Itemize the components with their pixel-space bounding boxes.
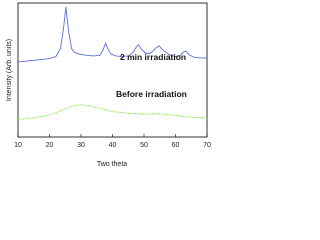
x-tick-label-70: 70 bbox=[203, 142, 211, 149]
series-line-1 bbox=[17, 104, 208, 121]
annotation-2min-irradiation: 2 min irradiation bbox=[120, 52, 186, 62]
y-axis-title: Intensity (Arb. units) bbox=[6, 39, 13, 101]
xrd-chart: 10 20 30 40 50 60 70 Two theta Intensity (Arb.… bbox=[6, 2, 211, 168]
x-tick-label-30: 30 bbox=[77, 142, 85, 149]
x-axis-title: Two theta bbox=[97, 161, 127, 168]
series-1 bbox=[17, 104, 208, 121]
x-tick-label-40: 40 bbox=[109, 142, 117, 149]
annotation-before-irradiation: Before irradiation bbox=[116, 89, 187, 99]
x-axis-tick-labels: 10 20 30 40 50 60 70 bbox=[14, 142, 211, 149]
plot-area-frame bbox=[17, 2, 208, 138]
x-tick-label-60: 60 bbox=[172, 142, 180, 149]
x-tick-label-10: 10 bbox=[14, 142, 22, 149]
series-0 bbox=[17, 6, 207, 63]
series-line-0 bbox=[17, 6, 207, 63]
x-axis-ticks bbox=[17, 134, 208, 137]
series-layer bbox=[17, 6, 208, 121]
x-tick-label-20: 20 bbox=[46, 142, 54, 149]
x-tick-label-50: 50 bbox=[140, 142, 148, 149]
